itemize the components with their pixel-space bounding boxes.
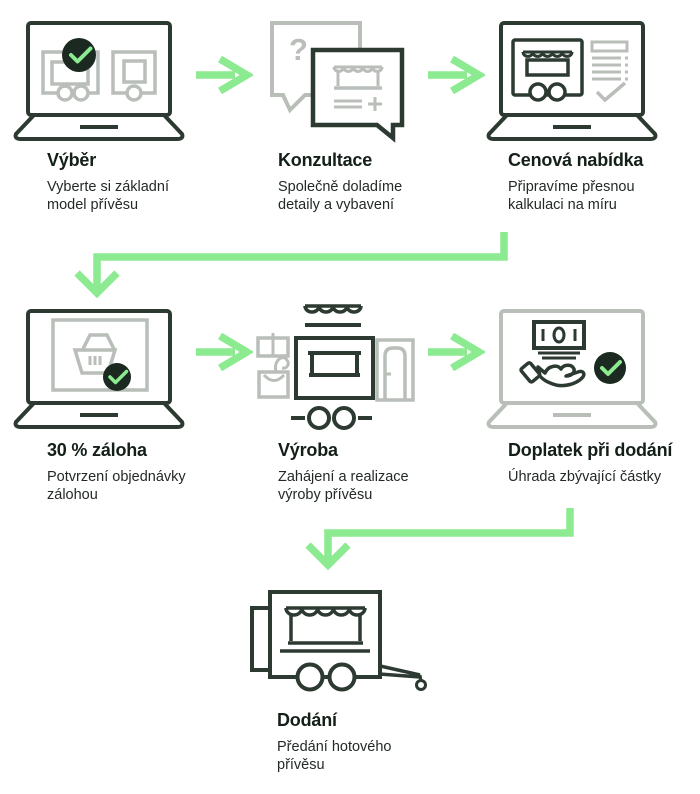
flow-arrow-right-icon: [196, 56, 253, 94]
laptop-quote-icon: [486, 21, 658, 141]
step-description: Potvrzení objednávky zálohou: [47, 469, 186, 503]
flow-connector-down-icon: [74, 232, 508, 299]
door-part-icon: [375, 338, 415, 402]
laptop-payment-hand-icon: [486, 309, 658, 429]
flow-arrow-right-icon: [196, 333, 253, 371]
trailer-model-b-icon: [111, 50, 157, 102]
serving-window-icon: [280, 606, 370, 653]
step-description: Vyberte si základní model přívěsu: [47, 179, 169, 213]
plus-icon: [368, 97, 382, 111]
step-doplatek: Doplatek při dodání Úhrada zbývající čás…: [508, 439, 672, 487]
step-konzultace: Konzultace Společně doladíme detaily a v…: [278, 149, 402, 214]
laptop-model-selection-icon: [13, 21, 185, 141]
sink-part-icon: [257, 356, 290, 399]
awning-part-icon: [303, 304, 363, 327]
axle-wheels-part-icon: [291, 406, 372, 430]
cabinet-part-icon: [256, 333, 290, 358]
hand-icon: [519, 361, 586, 388]
check-badge-icon: [594, 352, 626, 384]
step-title: Dodání: [277, 710, 337, 730]
quote-list-icon: [590, 40, 629, 103]
step-title: 30 % záloha: [47, 440, 147, 460]
flow-arrow-right-icon: [428, 333, 485, 371]
food-trailer-icon: [250, 590, 427, 692]
banknote-icon: [532, 320, 586, 360]
step-description: Úhrada zbývající částky: [508, 469, 662, 485]
question-mark: ?: [289, 32, 308, 67]
check-badge-icon: [62, 38, 96, 72]
step-description: Připravíme přesnou kalkulaci na míru: [508, 179, 635, 213]
step-title: Výběr: [47, 150, 97, 170]
step-vyber: Výběr Vyberte si základní model přívěsu: [47, 149, 169, 214]
trailer-thumbnail-icon: [511, 38, 584, 102]
trailer-awning-icon: [332, 65, 384, 90]
step-dodani: Dodání Předání hotového přívěsu: [277, 709, 391, 774]
laptop-basket-icon: [13, 309, 185, 429]
body-frame-part-icon: [294, 336, 375, 400]
step-title: Cenová nabídka: [508, 150, 644, 170]
step-title: Výroba: [278, 440, 338, 460]
flow-arrow-right-icon: [428, 56, 485, 94]
trailer-assembly-icon: [256, 304, 415, 430]
check-badge-icon: [103, 363, 131, 391]
flow-connector-down-icon: [305, 508, 574, 571]
step-vyroba: Výroba Zahájení a realizace výroby přívě…: [278, 439, 409, 504]
step-cenova-nabidka: Cenová nabídka Připravíme přesnou kalkul…: [508, 149, 643, 214]
step-title: Doplatek při dodání: [508, 440, 673, 460]
step-title: Konzultace: [278, 150, 373, 170]
step-zaloha: 30 % záloha Potvrzení objednávky zálohou: [47, 439, 186, 504]
hitch-icon: [379, 664, 427, 691]
step-description: Zahájení a realizace výroby přívěsu: [278, 469, 409, 503]
step-description: Společně doladíme detaily a vybavení: [278, 179, 403, 213]
step-description: Předání hotového přívěsu: [277, 739, 392, 773]
speech-bubbles-icon: ?: [270, 21, 405, 143]
